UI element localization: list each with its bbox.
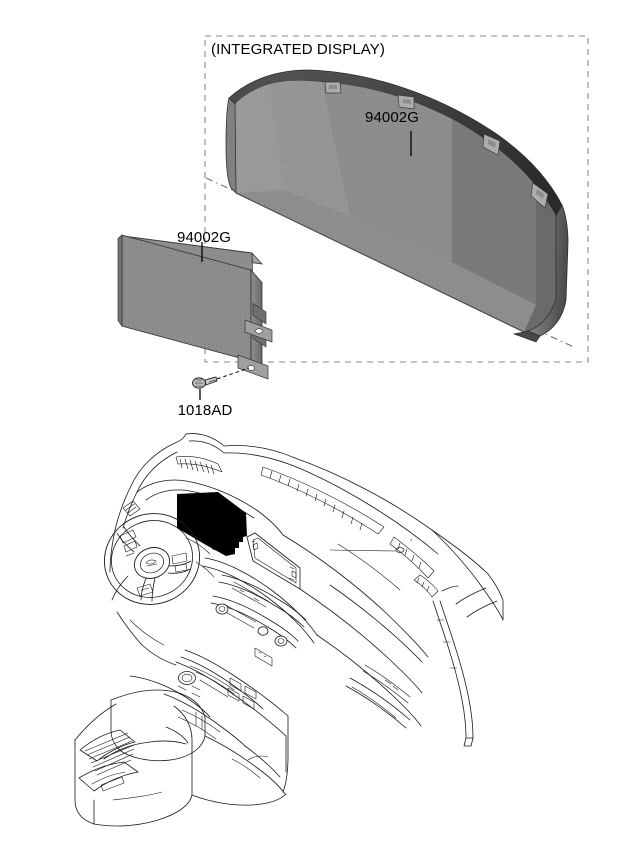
center-infotainment-stack	[246, 532, 301, 590]
curved-display-mounting-tabs	[324, 81, 549, 209]
cluster-right-side	[250, 269, 267, 372]
integrated-display-group-title: (INTEGRATED DISPLAY)	[211, 41, 385, 58]
screw-assembly-path	[210, 367, 250, 382]
cluster-display-part	[117, 234, 273, 380]
steering-wheel	[103, 513, 201, 605]
passenger-dash-panel	[282, 534, 439, 727]
cluster-mounting-ears	[237, 319, 273, 380]
dashboard-interior-view	[74, 433, 504, 827]
mounting-screw-part	[192, 367, 250, 400]
cluster-part-label: 94002G	[177, 229, 231, 246]
curved-display-part-label: 94002G	[365, 109, 419, 126]
right-door-frame	[431, 529, 504, 747]
highlighted-cluster-display	[177, 492, 247, 556]
center-console	[74, 649, 289, 827]
climate-control-panel	[210, 574, 307, 667]
screw-part-label: 1018AD	[178, 402, 233, 419]
curved-display-part	[225, 69, 569, 343]
